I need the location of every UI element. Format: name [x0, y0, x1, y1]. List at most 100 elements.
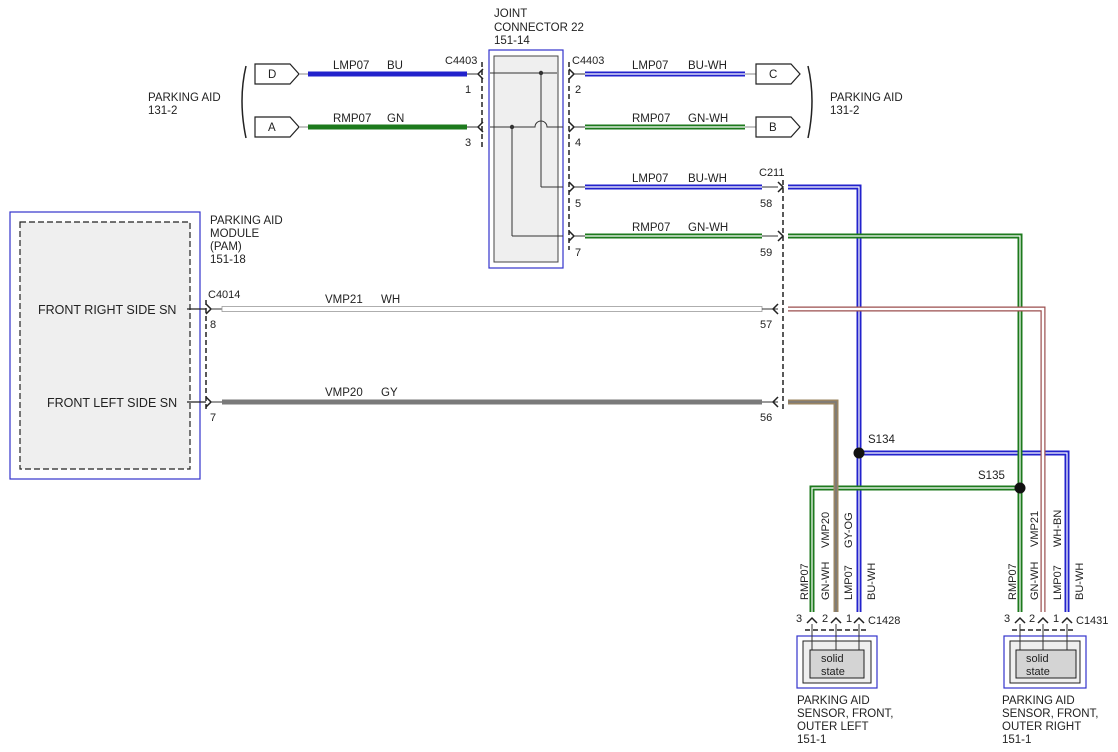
joint-connector-outline [488, 49, 564, 269]
pin-jc-2: 2 [575, 84, 581, 96]
pin-l-2: 2 [822, 613, 828, 625]
wire-vmp21-wh [221, 306, 763, 312]
wire-lmp07-bu-wh-c-color: BU-WH [688, 60, 727, 72]
pin-r-2: 2 [1029, 613, 1035, 625]
sensor-right-leads [1019, 624, 1068, 650]
pin-pam-7: 7 [210, 412, 216, 424]
sensor-left-inner-2: state [821, 666, 845, 678]
pin-arrow-c211-58 [777, 181, 785, 193]
parking-aid-left-title: PARKING AID [148, 92, 221, 104]
sensor-left-leads [811, 624, 860, 650]
sensor-right-title-2: SENSOR, FRONT, [1002, 708, 1098, 720]
sensor-left-pin-arrows [806, 616, 865, 624]
wire-rmp07-gn-wh-b-circuit: RMP07 [632, 113, 670, 125]
wire-lmp07-bu-wh-c-circuit: LMP07 [632, 60, 668, 72]
c4403-left-label: C4403 [445, 55, 477, 67]
wire-lmp07-bu-color: BU [387, 60, 403, 72]
sensor-left-label-rmp07: RMP07 [799, 563, 811, 600]
wire-rmp07-gn-circuit: RMP07 [333, 113, 371, 125]
pin-arrow-c211-57 [771, 303, 779, 315]
sensor-right-wire-labels: RMP07 GN-WH VMP21 WH-BN LMP07 BU-WH [1007, 510, 1086, 600]
sensor-left-title-1: PARKING AID [797, 695, 870, 707]
wire-vmp21-wh-color: WH [381, 294, 400, 306]
pin-c211-58: 58 [760, 198, 772, 210]
joint-dot-2 [509, 124, 515, 130]
sensor-right-label-vmp21: VMP21 [1029, 511, 1041, 547]
pam-body [19, 221, 191, 470]
sensor-left-label-gy-og: GY-OG [843, 512, 855, 548]
pam-ref: 151-18 [210, 254, 246, 266]
wire-vmp21-wh-circuit: VMP21 [325, 294, 363, 306]
sensor-left-solid-state [809, 649, 865, 679]
wire-lmp07-bu-wh-58-color: BU-WH [688, 173, 727, 185]
pin-arrow-c211-56 [771, 396, 779, 408]
terminal-b-label: B [769, 122, 777, 134]
pin-jc-5: 5 [575, 198, 581, 210]
pin-pam-8: 8 [210, 319, 216, 331]
sensor-left-outline [796, 635, 878, 689]
wire-gn-wh-harness [788, 233, 1023, 612]
wire-rmp07-gn-wh-59-circuit: RMP07 [632, 222, 670, 234]
sensor-left-label-bu-wh: BU-WH [866, 563, 878, 600]
wire-lmp07-bu-circuit: LMP07 [333, 60, 369, 72]
joint-dot-1 [538, 70, 544, 76]
sensor-right-inner-1: solid [1026, 653, 1049, 665]
pin-arrow-jc3 [476, 121, 484, 133]
pam-title-1: PARKING AID [210, 215, 283, 227]
joint-connector-title-2: CONNECTOR 22 [494, 22, 584, 34]
sensor-right-pin-arrows [1014, 616, 1073, 624]
wire-vmp20-gy-circuit: VMP20 [325, 387, 363, 399]
sensor-right-solid-state [1015, 649, 1077, 679]
sensor-left-label-vmp20: VMP20 [820, 512, 832, 548]
sensor-right-label-lmp07: LMP07 [1052, 565, 1064, 600]
sensor-left-label-gn-wh: GN-WH [820, 561, 832, 600]
wire-vmp20-gy-color: GY [381, 387, 398, 399]
parking-aid-right-ref: 131-2 [830, 105, 859, 117]
splice-s135 [1014, 482, 1026, 494]
pin-r-1: 1 [1053, 613, 1059, 625]
pin-jc-7: 7 [575, 247, 581, 259]
c4403-right-label: C4403 [572, 55, 604, 67]
pin-arrow-jc7 [568, 230, 576, 242]
sensor-right-label-bu-wh: BU-WH [1074, 563, 1086, 600]
sensor-right-title-1: PARKING AID [1002, 695, 1075, 707]
sensor-right-title-3: OUTER RIGHT [1002, 721, 1081, 733]
pin-c211-59: 59 [760, 247, 772, 259]
pin-arrow-pam7 [205, 396, 213, 408]
pin-jc-4: 4 [575, 137, 581, 149]
sensor-left-title-2: SENSOR, FRONT, [797, 708, 893, 720]
sensor-right-inner-2: state [1026, 666, 1050, 678]
sensor-right-label-wh-bn: WH-BN [1052, 510, 1064, 547]
splice-s134-label: S134 [868, 434, 895, 446]
pam-title-2: MODULE [210, 228, 260, 240]
c4014-label: C4014 [208, 289, 240, 301]
sensor-left-wire-labels: RMP07 GN-WH VMP20 GY-OG LMP07 BU-WH [799, 512, 878, 600]
wire-lmp07-bu-wh-58-circuit: LMP07 [632, 173, 668, 185]
parking-aid-left-ref: 131-2 [148, 105, 177, 117]
wire-bu-wh-harness [788, 184, 1070, 612]
sensor-left-ref: 151-1 [797, 734, 826, 746]
sensor-right-label-rmp07: RMP07 [1007, 563, 1019, 600]
joint-connector-ref: 151-14 [494, 35, 530, 47]
sensor-right-outline [1003, 635, 1087, 689]
wire-rmp07-gn-wh-59-color: GN-WH [688, 222, 728, 234]
sensor-right-ref: 151-1 [1002, 734, 1031, 746]
c211-label: C211 [759, 167, 784, 179]
terminal-b [755, 116, 801, 138]
terminal-a [254, 116, 300, 138]
pam-title-3: (PAM) [210, 241, 242, 253]
c1428-label: C1428 [868, 615, 900, 627]
c1431-label: C1431 [1076, 615, 1108, 627]
pin-l-3: 3 [796, 613, 802, 625]
splice-s135-label: S135 [978, 470, 1005, 482]
parking-aid-right-brace [807, 65, 813, 139]
terminal-d [254, 63, 300, 85]
wire-rmp07-gn-color: GN [387, 113, 404, 125]
pin-arrow-jc1 [476, 68, 484, 80]
terminal-c [755, 63, 801, 85]
joint-connector-body [493, 55, 559, 263]
wire-gy-og [788, 399, 839, 612]
sensor-left-title-3: OUTER LEFT [797, 721, 869, 733]
pam-front-left-label: FRONT LEFT SIDE SN [47, 396, 177, 410]
